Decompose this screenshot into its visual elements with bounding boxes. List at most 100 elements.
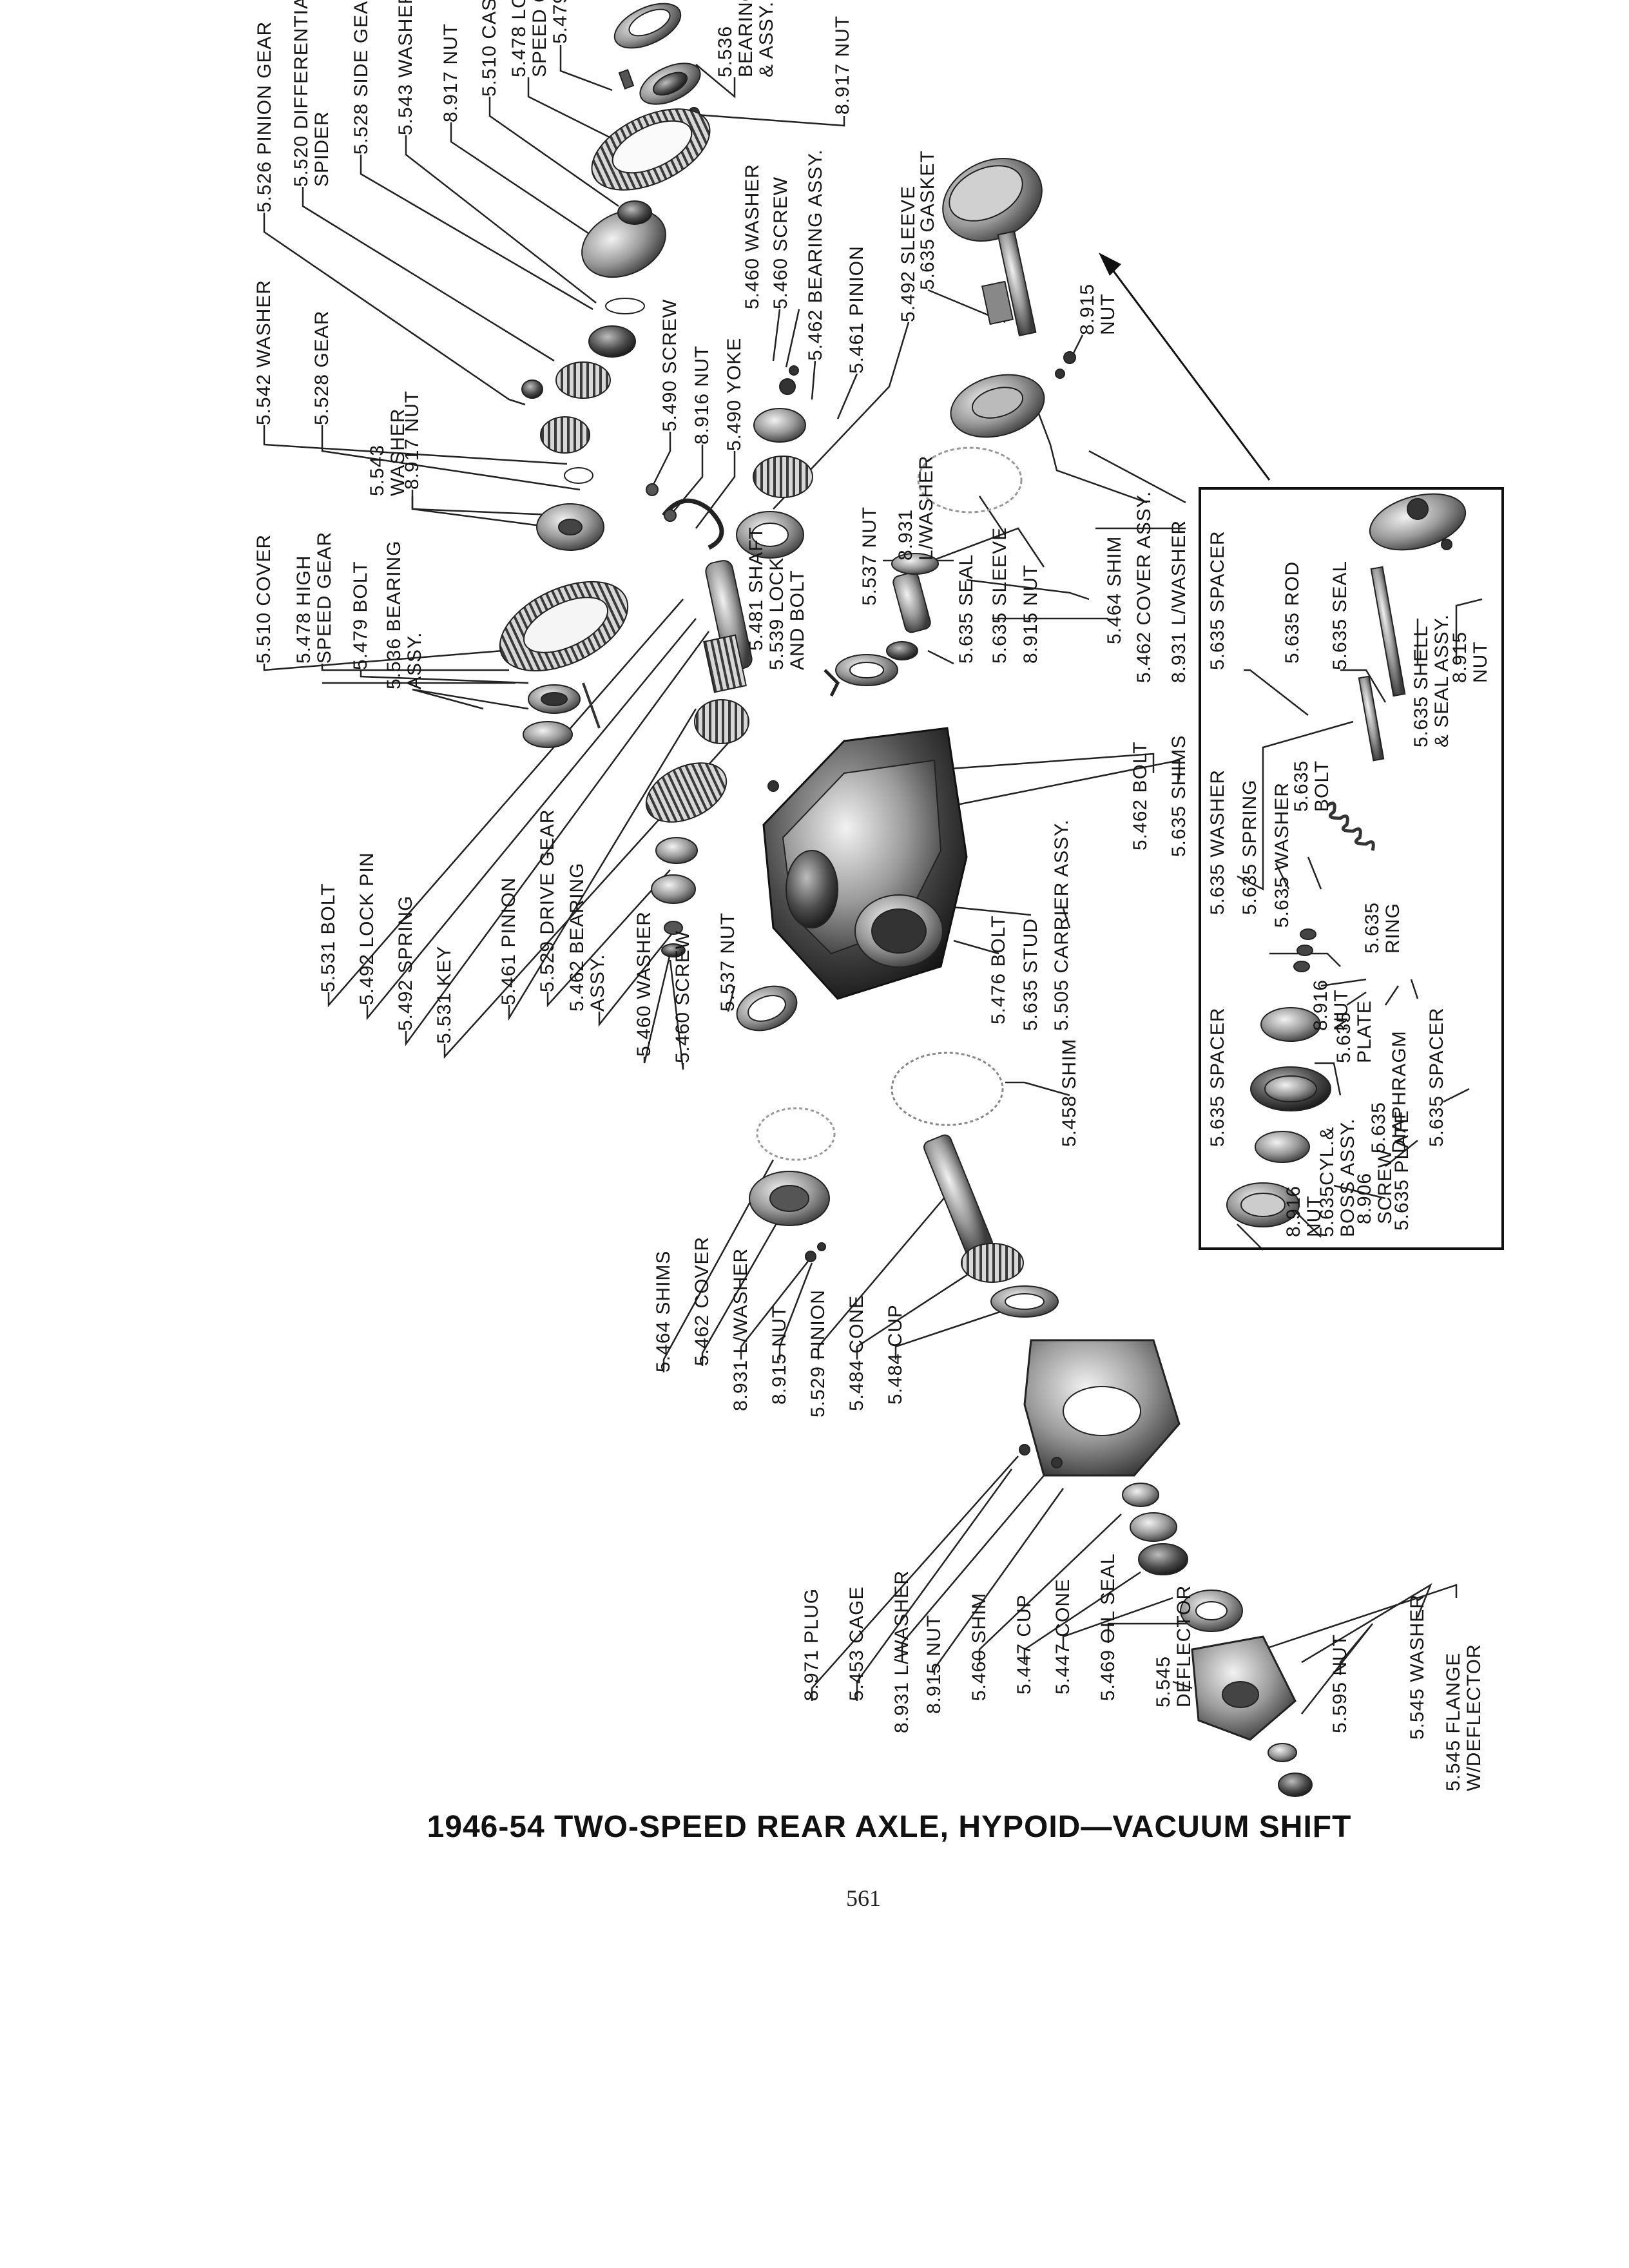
- label-line: 5.526 PINION GEAR: [254, 21, 275, 213]
- label-line: 5.635 SHIMS: [1168, 735, 1190, 857]
- label-nut-595: 5.595 NUT: [1329, 1634, 1351, 1733]
- label-line: 5.536: [715, 25, 736, 77]
- label-line: 5.539 LOCK: [766, 557, 787, 670]
- label-line: 5.529 PINION: [807, 1289, 829, 1418]
- label-line: 5.531 BOLT: [318, 883, 339, 992]
- label-line: 5.635 PLATE: [1391, 1110, 1412, 1231]
- label-line: 5.635 SPACER: [1207, 1007, 1228, 1147]
- label-cup-484: 5.484 CUP: [885, 1304, 906, 1405]
- label-nut-537-a: 5.537 NUT: [859, 506, 880, 606]
- label-side-gear-528: 5.528 SIDE GEAR: [351, 0, 372, 155]
- label-cover-510: 5.510 COVER: [253, 534, 275, 664]
- label-line: 5.461 PINION: [846, 245, 867, 374]
- label-line: 8.931: [895, 508, 916, 561]
- label-inset-rod: 5.635 ROD: [1282, 561, 1303, 664]
- label-shims-635: 5.635 SHIMS: [1168, 735, 1190, 857]
- label-key-531: 5.531 KEY: [434, 946, 455, 1044]
- label-line: 5.635 SEAL: [956, 553, 977, 664]
- label-sleeve-635: 5.635 SLEEVE: [989, 527, 1010, 664]
- label-line: 5.462 BEARING: [566, 862, 588, 1012]
- label-line: 5.481 SHAFT: [746, 526, 767, 651]
- label-washer-460-b: 5.460 WASHER: [633, 911, 655, 1057]
- label-line: 8.915: [1077, 283, 1098, 335]
- label-washer-545: 5.545 WASHER: [1407, 1594, 1428, 1740]
- label-line: 5.460 SCREW: [770, 176, 791, 309]
- label-shim-464-a: 5.464 SHIM: [1104, 536, 1125, 644]
- label-stud-635: 5.635 STUD: [1020, 918, 1041, 1031]
- label-line: 5.461 PINION: [498, 877, 519, 1005]
- label-line: 5.635 SPRING: [1239, 779, 1260, 915]
- label-line: NUT: [1470, 641, 1491, 683]
- label-line: 5.531 KEY: [434, 945, 455, 1044]
- label-line: 5.460 SHIM: [969, 1592, 990, 1701]
- label-line: 5.505 CARRIER ASSY.: [1051, 819, 1072, 1031]
- label-nut-917-right: 8.917 NUT: [832, 15, 853, 115]
- label-shim-458: 5.458 SHIM: [1059, 1039, 1080, 1147]
- label-line: 5.478 HIGH: [293, 555, 314, 664]
- label-line: 5.464 SHIMS: [653, 1250, 674, 1372]
- label-line: BEARING: [735, 0, 757, 77]
- label-line: 5.492 SLEEVE: [898, 185, 919, 322]
- label-nut-915-c: 8.915 NUT: [769, 1305, 790, 1405]
- label-inset-spacer-top: 5.635 SPACER: [1207, 530, 1228, 670]
- label-line: 5.528 GEAR: [311, 310, 333, 425]
- label-line: 5.479 BOLT: [350, 561, 371, 670]
- label-line: 5.529 DRIVE GEAR: [537, 809, 558, 992]
- label-lwasher-931-c: 8.931 L/WASHER: [730, 1248, 751, 1411]
- label-washer-460: 5.460 WASHER: [742, 164, 763, 309]
- label-inset-shell: 5.635 SHELL& SEAL ASSY.: [1411, 614, 1452, 747]
- inset-pointer-arrow: [1099, 253, 1271, 481]
- label-line: 5.462 COVER ASSY.: [1133, 490, 1155, 683]
- label-line: 5.510 CASE: [479, 0, 500, 97]
- label-line: 5.635 WASHER: [1207, 769, 1228, 915]
- label-screw-490: 5.490 SCREW: [659, 299, 680, 432]
- label-inset-seal: 5.635 SEAL: [1329, 561, 1351, 670]
- label-line: 5.458 SHIM: [1059, 1038, 1080, 1147]
- label-line: 5.520 DIFFERENTIAL: [291, 0, 312, 187]
- label-shim-460: 5.460 SHIM: [969, 1593, 990, 1701]
- label-line: 8.917 NUT: [832, 15, 853, 115]
- label-line: BOLT: [1311, 760, 1333, 812]
- label-line: 5.543 WASHER: [395, 0, 416, 135]
- label-line: 5.635: [1333, 1011, 1354, 1063]
- label-pinion-461: 5.461 PINION: [846, 245, 867, 374]
- label-lwasher-931-b: 8.931 L/WASHER: [1168, 520, 1190, 683]
- label-line: 8.971 PLUG: [801, 1588, 822, 1701]
- label-line: 5.542 WASHER: [253, 280, 275, 425]
- label-inset-washer-2: 5.635 WASHER: [1271, 782, 1293, 928]
- label-line: 8.906: [1354, 1172, 1375, 1224]
- label-bolt-462: 5.462 BOLT: [1130, 741, 1151, 850]
- label-pinion-461-b: 5.461 PINION: [498, 877, 519, 1005]
- label-line: 5.469 OIL SEAL: [1097, 1553, 1119, 1701]
- label-line: 5.490 YOKE: [724, 337, 745, 451]
- label-line: 8.917 NUT: [440, 23, 461, 122]
- label-line: 5.635CYL.&: [1316, 1126, 1338, 1237]
- label-line: 8.915: [1449, 631, 1470, 683]
- label-line: 5.462 BEARING ASSY.: [805, 149, 826, 361]
- label-line: ASSY.: [587, 954, 608, 1012]
- label-inset-plate-b: 5.635 PLATE: [1391, 1110, 1412, 1231]
- label-line: 8.916 NUT: [691, 345, 713, 445]
- label-line: 8.931 L/WASHER: [891, 1570, 912, 1733]
- label-line: 8.915 NUT: [1020, 564, 1041, 664]
- label-screw-460: 5.460 SCREW: [770, 176, 791, 309]
- label-line: 5.492 SPRING: [395, 895, 416, 1031]
- label-line: ASSY.: [404, 631, 425, 689]
- label-line: 5.545 WASHER: [1407, 1594, 1428, 1740]
- label-sleeve-492: 5.492 SLEEVE: [898, 186, 919, 322]
- label-line: 5.460 WASHER: [633, 911, 655, 1057]
- label-line: 5.635: [1362, 901, 1383, 954]
- label-line: SPEED GEAR: [314, 531, 335, 664]
- label-line: 5.528 SIDE GEAR: [351, 0, 372, 155]
- label-line: 5.484 CONE: [846, 1294, 867, 1411]
